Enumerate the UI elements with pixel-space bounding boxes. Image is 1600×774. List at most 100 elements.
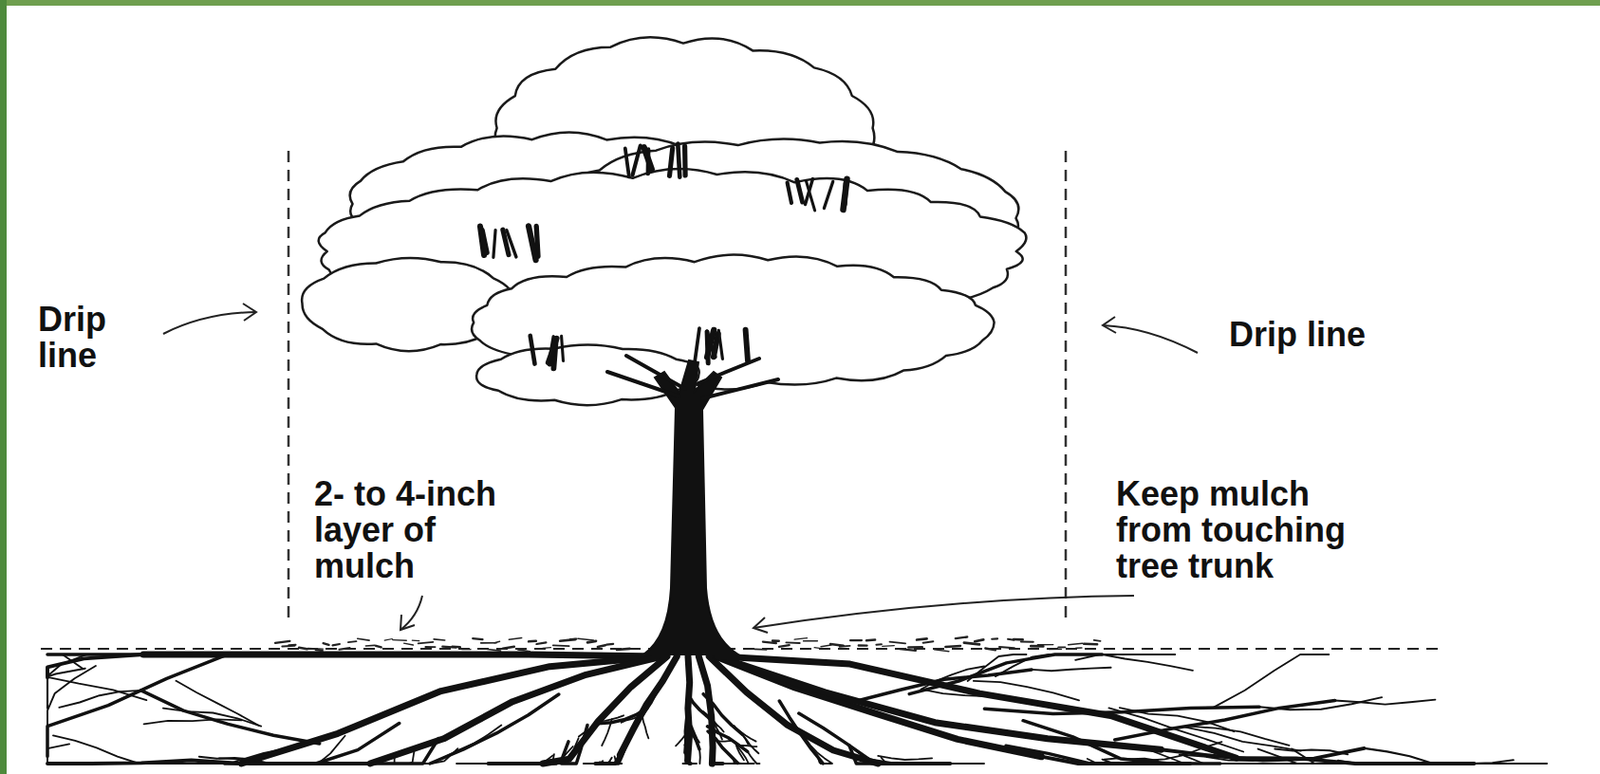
branch-tuft xyxy=(677,144,680,178)
mulch-piece xyxy=(597,645,606,648)
leader-line xyxy=(163,312,257,335)
root-line xyxy=(698,749,702,764)
root-line xyxy=(717,656,1162,750)
mulch-piece xyxy=(1013,638,1024,642)
root-line xyxy=(398,747,415,764)
mulch-piece xyxy=(384,639,392,642)
branch-tuft xyxy=(644,147,652,169)
mulch-piece xyxy=(275,641,291,644)
root-line xyxy=(141,690,320,745)
branch-tuft xyxy=(502,229,509,255)
mulch-piece xyxy=(945,646,961,648)
callout-label: Drip line xyxy=(37,301,162,374)
root-line xyxy=(1473,762,1547,765)
branch-tuft xyxy=(694,328,700,363)
mulch-piece xyxy=(288,644,296,647)
mulch-piece xyxy=(553,645,570,648)
mulch-piece xyxy=(794,638,807,641)
mulch-piece xyxy=(606,643,614,647)
branch-tuft xyxy=(528,225,537,261)
root-line xyxy=(688,762,697,764)
trunk-shape xyxy=(643,360,739,655)
mulch-piece xyxy=(418,642,434,645)
mulch-piece xyxy=(964,643,980,646)
mulch-piece xyxy=(411,639,420,642)
root-line xyxy=(688,714,700,750)
callout-label: 2- to 4-inch layer of mulch xyxy=(314,476,519,585)
mulch-piece xyxy=(875,643,882,646)
mulch-piece xyxy=(772,639,780,643)
root-line xyxy=(1364,748,1454,764)
root-line xyxy=(444,725,502,759)
root-line xyxy=(707,726,748,753)
branch-tuft xyxy=(787,183,792,205)
root-line xyxy=(370,656,663,764)
branch-tuft xyxy=(745,330,748,362)
top-border-bar xyxy=(0,0,1600,6)
root-line xyxy=(1109,707,1245,752)
branch-tuft xyxy=(843,179,848,210)
mulch-piece xyxy=(890,642,907,645)
root-line xyxy=(1102,654,1193,671)
drip-line-right xyxy=(1064,150,1068,623)
mulch-piece xyxy=(820,645,832,648)
root-line xyxy=(716,762,719,765)
root-line xyxy=(228,746,299,764)
root-line xyxy=(176,681,260,726)
branch-tuft xyxy=(548,338,558,364)
root-line xyxy=(598,715,624,722)
root-line xyxy=(601,719,612,746)
mulch-piece xyxy=(1021,641,1034,644)
mulch-piece xyxy=(357,638,370,641)
root-line xyxy=(621,735,632,757)
mulch-piece xyxy=(472,638,483,640)
mulch-piece xyxy=(858,644,868,647)
root-line xyxy=(642,716,649,740)
mulch-piece xyxy=(974,639,984,642)
root-line xyxy=(1031,668,1111,672)
mulch-piece xyxy=(850,639,862,642)
branch-tuft xyxy=(632,146,641,176)
mulch-piece xyxy=(375,646,382,649)
root-line xyxy=(688,762,691,765)
root-line xyxy=(58,690,141,708)
root-line xyxy=(1338,761,1421,764)
root-line xyxy=(583,762,596,765)
root-line xyxy=(193,762,250,765)
tree-canopy xyxy=(301,37,1026,406)
root-line xyxy=(742,734,759,754)
mulch-piece xyxy=(587,641,596,644)
root-line xyxy=(488,762,544,766)
branch-tuft xyxy=(530,335,536,365)
arrow-head xyxy=(242,303,257,321)
arrow-head xyxy=(1102,316,1117,334)
mulch-piece xyxy=(494,641,501,644)
root-line xyxy=(707,731,738,763)
branch-tuft xyxy=(844,183,846,205)
mulch-piece xyxy=(779,645,790,648)
tree-trunk xyxy=(607,355,779,655)
mulch-piece xyxy=(803,640,819,642)
mulch-piece xyxy=(1058,646,1065,649)
mulch-piece xyxy=(518,650,531,652)
root-line xyxy=(1119,707,1235,732)
root-line xyxy=(116,762,175,765)
branch-tuft xyxy=(706,331,716,357)
mulch-piece xyxy=(528,639,537,643)
tree-roots xyxy=(47,654,1547,764)
root-line xyxy=(683,762,689,764)
branch-tuft xyxy=(823,181,833,208)
root-line xyxy=(46,677,49,709)
mulch-piece xyxy=(392,639,408,642)
mulch-piece xyxy=(323,643,330,646)
mulch-piece xyxy=(316,650,323,652)
mulch-piece xyxy=(916,638,928,640)
callout-label: Keep mulch from touching tree trunk xyxy=(1116,476,1359,585)
branch-tuft xyxy=(625,148,630,177)
root-line xyxy=(47,654,84,670)
mulch-piece xyxy=(839,645,851,649)
mulch-piece xyxy=(934,650,949,652)
root-line xyxy=(738,745,758,747)
branch-tuft xyxy=(482,230,487,254)
mulch-piece xyxy=(830,644,844,647)
